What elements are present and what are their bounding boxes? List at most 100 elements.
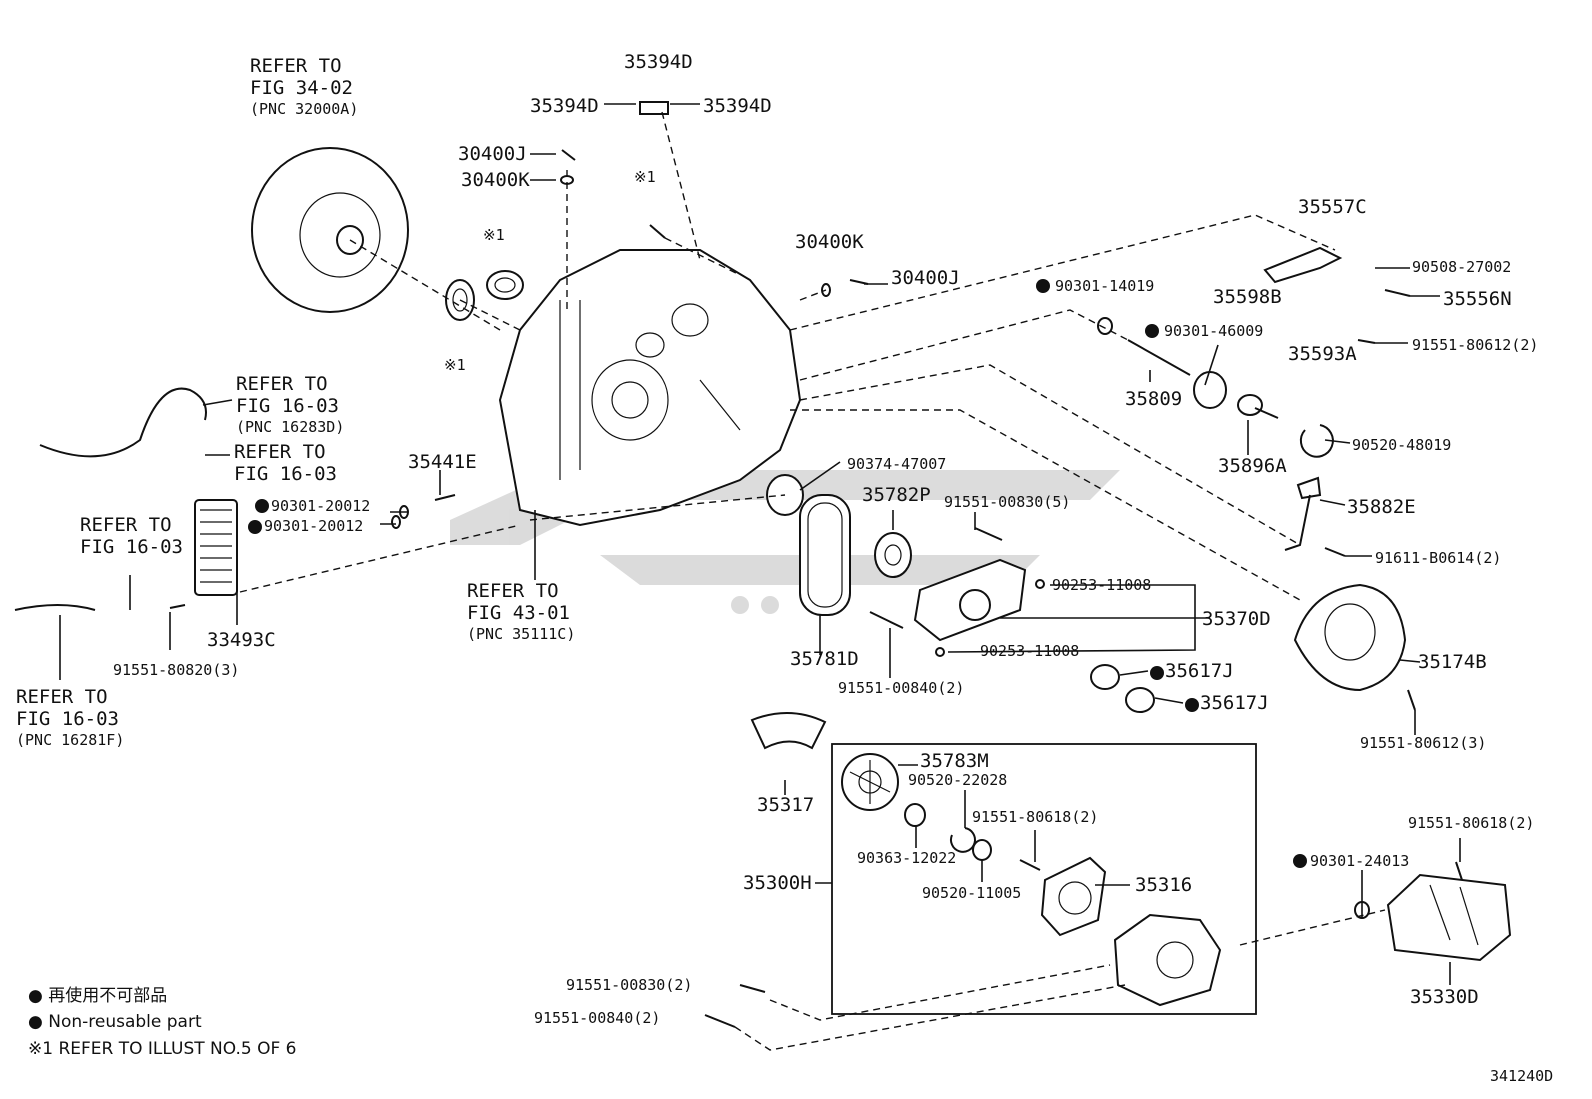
pnc-label: (PNC 35111C)	[467, 625, 575, 643]
legend-non-reusable-en: ● Non-reusable part	[28, 1012, 202, 1032]
refer-to-label: REFER TO	[80, 514, 172, 536]
ref1-marker: ※1	[634, 168, 656, 186]
baffle-35317	[750, 711, 827, 750]
detent-spring-35882e	[1284, 476, 1322, 551]
manual-valve-shaft	[1237, 394, 1279, 419]
part-number-label: 35556N	[1443, 288, 1512, 310]
part-number-label: 90301-20012	[264, 517, 363, 535]
ref1-marker: ※1	[444, 356, 466, 374]
part-labels: REFER TO FIG 34-02 (PNC 32000A) 35394D 3…	[16, 51, 1553, 1085]
part-number-label: 91551-80612(3)	[1360, 734, 1486, 752]
part-number-label: 35896A	[1218, 455, 1287, 477]
oil-hose-lower	[14, 604, 96, 611]
part-number-label: 91551-00830(5)	[944, 493, 1070, 511]
part-number-label: 90253-11008	[980, 642, 1079, 660]
torque-converter	[251, 147, 409, 313]
figure-ref-label: FIG 16-03	[80, 536, 183, 558]
part-number-label: 35593A	[1288, 343, 1357, 365]
part-number-label: 35330D	[1410, 986, 1479, 1008]
part-number-label: 30400K	[795, 231, 864, 253]
non-reusable-markers	[248, 279, 1307, 868]
part-number-label: 35557C	[1298, 196, 1367, 218]
legend-non-reusable-cn: ● 再使用不可部品	[28, 985, 167, 1006]
case-cover-35174b	[1293, 583, 1407, 692]
part-number-label: 90374-47007	[847, 455, 946, 473]
part-number-label: 90253-11008	[1052, 576, 1151, 594]
part-number-label: 30400K	[461, 169, 530, 191]
legend-ref1: ※1 REFER TO ILLUST NO.5 OF 6	[28, 1039, 296, 1059]
part-number-label: 35617J	[1165, 660, 1234, 682]
part-number-label: 35370D	[1202, 608, 1271, 630]
ref1-marker: ※1	[483, 226, 505, 244]
part-number-label: 90301-24013	[1310, 852, 1409, 870]
part-number-label: 90301-14019	[1055, 277, 1154, 295]
part-number-label: 91551-00840(2)	[838, 679, 964, 697]
pnc-label: (PNC 16283D)	[236, 418, 344, 436]
part-number-label: 90301-20012	[271, 497, 370, 515]
oil-hose-upper	[39, 387, 207, 458]
o-ring-90301-46009	[1193, 371, 1227, 409]
part-number-label: 91551-00830(2)	[566, 976, 692, 994]
figure-ref-label: FIG 16-03	[16, 708, 119, 730]
part-number-label: 35809	[1125, 388, 1182, 410]
drive-sprocket	[874, 532, 912, 578]
refer-to-label: REFER TO	[234, 441, 326, 463]
part-number-label: 35598B	[1213, 286, 1282, 308]
figure-code: 341240D	[1490, 1067, 1553, 1085]
part-number-label: 90301-46009	[1164, 322, 1263, 340]
part-number-label: 35394D	[624, 51, 693, 73]
oil-pump-body	[913, 558, 1027, 642]
bearing-90363	[904, 803, 926, 827]
snap-ring-90520-48019	[1299, 424, 1334, 458]
part-number-label: 30400J	[891, 267, 960, 289]
part-number-label: 35441E	[408, 451, 477, 473]
part-number-label: 91551-80618(2)	[972, 808, 1098, 826]
oil-strainer-35330d	[1386, 873, 1512, 962]
leader-lines	[59, 103, 1461, 1051]
shaft-35809	[1127, 339, 1191, 376]
bushing-ref1	[486, 270, 524, 300]
o-ring-35617j-b	[1125, 687, 1155, 713]
oil-pump-assembly-frame	[831, 743, 1257, 1015]
part-number-label: 90508-27002	[1412, 258, 1511, 276]
pnc-label: (PNC 16281F)	[16, 731, 124, 749]
pnc-label: (PNC 32000A)	[250, 100, 358, 118]
part-number-label: 35317	[757, 794, 814, 816]
snap-ring-90520-22028	[950, 827, 976, 853]
part-number-label: 35394D	[530, 95, 599, 117]
part-number-label: 35174B	[1418, 651, 1487, 673]
refer-to-label: REFER TO	[236, 373, 328, 395]
part-number-label: 91551-80820(3)	[113, 661, 239, 679]
part-number-label: 90520-11005	[922, 884, 1021, 902]
part-number-label: 35882E	[1347, 496, 1416, 518]
driven-sprocket-35783m	[841, 753, 899, 811]
part-number-label: 91611-B0614(2)	[1375, 549, 1501, 567]
part-number-label: 90520-48019	[1352, 436, 1451, 454]
refer-to-label: REFER TO	[467, 580, 559, 602]
figure-ref-label: FIG 43-01	[467, 602, 570, 624]
part-number-label: 35783M	[920, 750, 989, 772]
figure-ref-label: FIG 16-03	[236, 395, 339, 417]
shift-lever	[1263, 246, 1343, 284]
oil-cooler	[194, 499, 238, 596]
figure-ref-label: FIG 16-03	[234, 463, 337, 485]
part-number-label: 91551-00840(2)	[534, 1009, 660, 1027]
refer-to-label: REFER TO	[16, 686, 108, 708]
part-number-label: 35782P	[862, 484, 931, 506]
part-number-label: 90363-12022	[857, 849, 956, 867]
pump-body-35300h	[1113, 913, 1222, 1007]
part-number-label: 91551-80612(2)	[1412, 336, 1538, 354]
bolts	[169, 149, 1463, 1028]
part-number-label: 35394D	[703, 95, 772, 117]
part-number-label: 91551-80618(2)	[1408, 814, 1534, 832]
refer-to-label: REFER TO	[250, 55, 342, 77]
part-number-label: 35617J	[1200, 692, 1269, 714]
part-number-label: 90520-22028	[908, 771, 1007, 789]
part-number-label: 33493C	[207, 629, 276, 651]
part-number-label: 35300H	[743, 872, 812, 894]
transmission-case	[498, 249, 802, 527]
part-number-label: 35316	[1135, 874, 1192, 896]
snap-ring-90520-11005	[972, 839, 992, 861]
drive-chain	[799, 494, 851, 616]
